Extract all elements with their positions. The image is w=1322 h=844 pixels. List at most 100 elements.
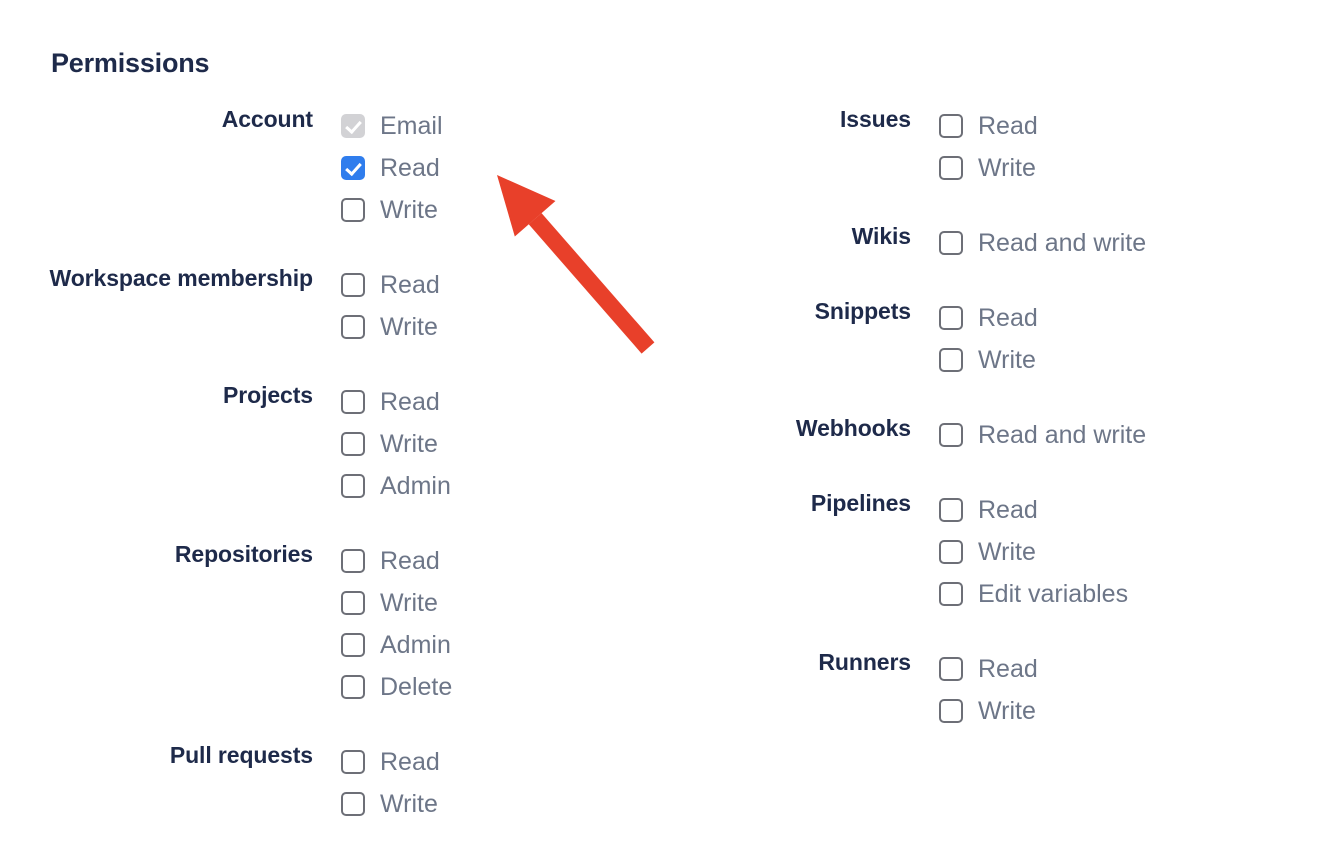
permission-option-label: Read and write <box>978 229 1147 257</box>
checkbox-unchecked-icon[interactable] <box>341 474 365 498</box>
checkbox-unchecked-icon[interactable] <box>939 231 963 255</box>
checkbox-disabled-checked-icon <box>341 114 365 138</box>
permission-option-label: Read <box>978 655 1038 683</box>
permission-group-label: Account <box>221 106 313 132</box>
checkbox-unchecked-icon[interactable] <box>341 198 365 222</box>
permission-option[interactable]: Edit variables <box>939 573 1128 615</box>
checkbox-unchecked-icon[interactable] <box>939 582 963 606</box>
checkbox-unchecked-icon[interactable] <box>939 423 963 447</box>
checkbox-unchecked-icon[interactable] <box>939 657 963 681</box>
permission-option-label: Write <box>978 697 1036 725</box>
permission-option[interactable]: Write <box>939 339 1038 381</box>
checkbox-unchecked-icon[interactable] <box>341 549 365 573</box>
permission-option-label: Read <box>978 304 1038 332</box>
permission-option-label: Write <box>380 196 438 224</box>
checkbox-unchecked-icon[interactable] <box>939 498 963 522</box>
permission-option-label: Write <box>978 538 1036 566</box>
permission-option[interactable]: Admin <box>341 624 452 666</box>
permission-group-label: Issues <box>839 106 911 132</box>
permission-option-list: Read and write <box>939 413 1146 456</box>
checkbox-unchecked-icon[interactable] <box>939 540 963 564</box>
permission-option[interactable]: Read and write <box>939 414 1146 456</box>
permission-option[interactable]: Read <box>341 381 451 423</box>
permission-option-label: Admin <box>380 631 451 659</box>
permission-option-label: Read and write <box>978 421 1147 449</box>
checkbox-unchecked-icon[interactable] <box>341 432 365 456</box>
checkbox-unchecked-icon[interactable] <box>341 792 365 816</box>
permission-group-label: Workspace membership <box>49 265 314 291</box>
checkbox-unchecked-icon[interactable] <box>341 591 365 615</box>
permission-group-label: Snippets <box>814 298 911 324</box>
permission-option-label: Write <box>380 790 438 818</box>
checkbox-unchecked-icon[interactable] <box>341 315 365 339</box>
permission-option[interactable]: Read <box>939 489 1128 531</box>
permission-option[interactable]: Read and write <box>939 222 1146 264</box>
permission-group-label: Repositories <box>174 541 313 567</box>
permission-option[interactable]: Write <box>939 531 1128 573</box>
checkbox-unchecked-icon[interactable] <box>341 633 365 657</box>
permission-option[interactable]: Write <box>341 423 451 465</box>
permission-option[interactable]: Email <box>341 105 443 147</box>
permission-group-label: Pull requests <box>169 742 313 768</box>
checkbox-unchecked-icon[interactable] <box>341 273 365 297</box>
permission-option[interactable]: Read <box>341 540 452 582</box>
permission-option[interactable]: Write <box>341 189 443 231</box>
permission-option-label: Write <box>380 313 438 341</box>
permission-option-label: Write <box>978 346 1036 374</box>
checkbox-unchecked-icon[interactable] <box>939 114 963 138</box>
permission-group-label: Projects <box>223 382 313 408</box>
checkbox-unchecked-icon[interactable] <box>341 750 365 774</box>
checkbox-unchecked-icon[interactable] <box>939 306 963 330</box>
permission-group: Wikis Read and write <box>660 221 1322 264</box>
permission-option[interactable]: Write <box>939 147 1038 189</box>
permission-option[interactable]: Read <box>939 648 1038 690</box>
permission-group-label: Wikis <box>851 223 911 249</box>
permission-option-label: Write <box>978 154 1036 182</box>
permission-option[interactable]: Admin <box>341 465 451 507</box>
permission-option-label: Write <box>380 430 438 458</box>
checkbox-unchecked-icon[interactable] <box>939 156 963 180</box>
permission-option[interactable]: Write <box>939 690 1038 732</box>
permission-option[interactable]: Read <box>939 105 1038 147</box>
permission-option[interactable]: Delete <box>341 666 452 708</box>
checkbox-unchecked-icon[interactable] <box>939 699 963 723</box>
permission-option-label: Read <box>380 271 440 299</box>
permission-option[interactable]: Read <box>341 147 443 189</box>
permission-group: Webhooks Read and write <box>660 413 1322 456</box>
permission-option[interactable]: Write <box>341 582 452 624</box>
checkbox-unchecked-icon[interactable] <box>341 390 365 414</box>
permission-option-label: Read <box>380 388 440 416</box>
page-title: Permissions <box>51 48 210 78</box>
permission-group-label: Webhooks <box>795 415 911 441</box>
checkbox-unchecked-icon[interactable] <box>341 675 365 699</box>
permission-option[interactable]: Write <box>341 306 440 348</box>
permission-option-label: Read <box>380 154 440 182</box>
permission-option[interactable]: Write <box>341 783 440 825</box>
checkbox-unchecked-icon[interactable] <box>939 348 963 372</box>
permission-option[interactable]: Read <box>341 741 440 783</box>
checkbox-checked-icon[interactable] <box>341 156 365 180</box>
permission-option-label: Read <box>380 748 440 776</box>
permission-option-label: Read <box>380 547 440 575</box>
permission-option-label: Read <box>978 496 1038 524</box>
permission-option[interactable]: Read <box>341 264 440 306</box>
permission-option-label: Read <box>978 112 1038 140</box>
permission-option-label: Edit variables <box>978 580 1129 608</box>
permission-option[interactable]: Read <box>939 297 1038 339</box>
permission-option-label: Admin <box>380 472 451 500</box>
